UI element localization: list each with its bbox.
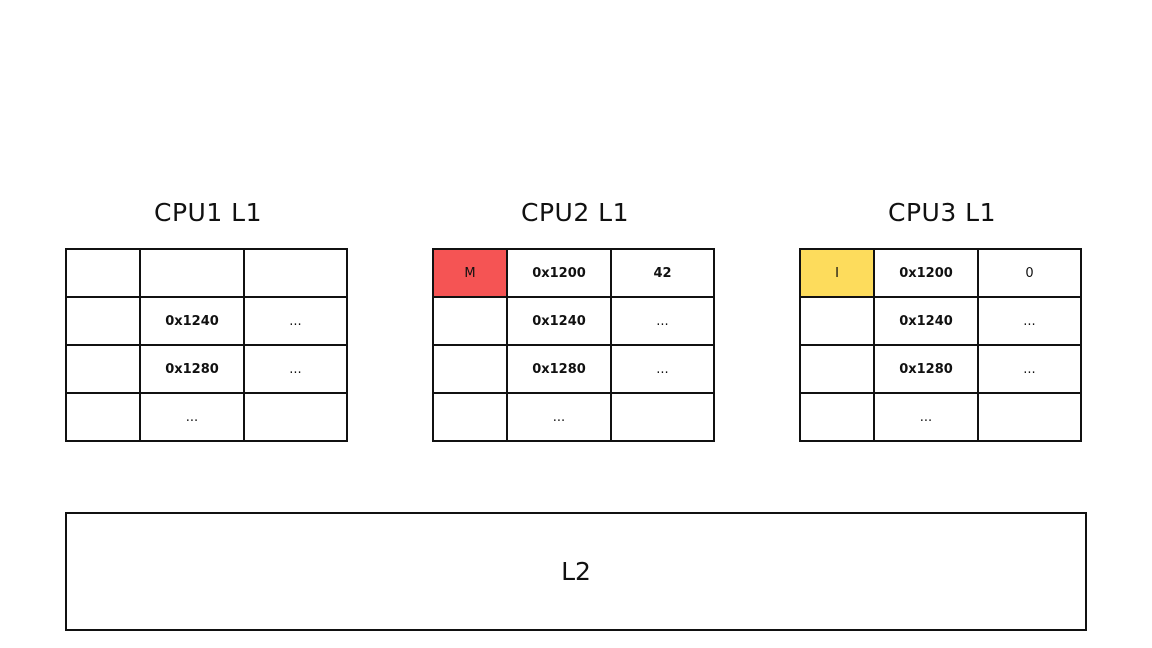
value-cell [243, 248, 348, 298]
value-cell: ... [977, 344, 1082, 394]
address-cell: 0x1280 [506, 344, 612, 394]
address-cell [139, 248, 245, 298]
address-cell: ... [873, 392, 979, 442]
address-cell: ... [139, 392, 245, 442]
cache-line-row: ... [432, 392, 715, 442]
cache-line-row [65, 248, 348, 298]
cache-line-row: I 0x1200 0 [799, 248, 1082, 298]
value-cell: ... [610, 296, 715, 346]
cache-line-row: 0x1280 ... [432, 344, 715, 394]
state-cell [799, 296, 875, 346]
cache-line-row: 0x1240 ... [65, 296, 348, 346]
value-cell: ... [243, 344, 348, 394]
value-cell: 0 [977, 248, 1082, 298]
value-cell [610, 392, 715, 442]
cpu3-l1-cache-table: I 0x1200 0 0x1240 ... 0x1280 ... ... [799, 248, 1082, 442]
cache-line-row: M 0x1200 42 [432, 248, 715, 298]
state-cell [65, 344, 141, 394]
value-cell [243, 392, 348, 442]
value-cell: ... [610, 344, 715, 394]
value-cell: 42 [610, 248, 715, 298]
value-cell [977, 392, 1082, 442]
state-cell [432, 392, 508, 442]
address-cell: 0x1280 [139, 344, 245, 394]
cpu3-l1-title: CPU3 L1 [887, 198, 997, 227]
state-cell [65, 248, 141, 298]
address-cell: ... [506, 392, 612, 442]
cache-line-row: ... [799, 392, 1082, 442]
state-cell: I [799, 248, 875, 298]
cache-line-row: ... [65, 392, 348, 442]
l2-label: L2 [561, 557, 591, 586]
cpu1-l1-title: CPU1 L1 [153, 198, 263, 227]
address-cell: 0x1240 [506, 296, 612, 346]
value-cell: ... [977, 296, 1082, 346]
cpu2-l1-cache-table: M 0x1200 42 0x1240 ... 0x1280 ... ... [432, 248, 715, 442]
state-cell [65, 392, 141, 442]
value-cell: ... [243, 296, 348, 346]
state-cell [799, 344, 875, 394]
cache-line-row: 0x1280 ... [65, 344, 348, 394]
address-cell: 0x1240 [873, 296, 979, 346]
cpu1-l1-cache-table: 0x1240 ... 0x1280 ... ... [65, 248, 348, 442]
state-cell [432, 344, 508, 394]
cache-line-row: 0x1240 ... [799, 296, 1082, 346]
address-cell: 0x1200 [873, 248, 979, 298]
cpu2-l1-title: CPU2 L1 [520, 198, 630, 227]
cache-line-row: 0x1240 ... [432, 296, 715, 346]
state-cell [799, 392, 875, 442]
l2-cache-box: L2 [65, 512, 1087, 631]
state-cell [432, 296, 508, 346]
state-cell [65, 296, 141, 346]
address-cell: 0x1240 [139, 296, 245, 346]
cache-line-row: 0x1280 ... [799, 344, 1082, 394]
address-cell: 0x1280 [873, 344, 979, 394]
state-cell: M [432, 248, 508, 298]
address-cell: 0x1200 [506, 248, 612, 298]
